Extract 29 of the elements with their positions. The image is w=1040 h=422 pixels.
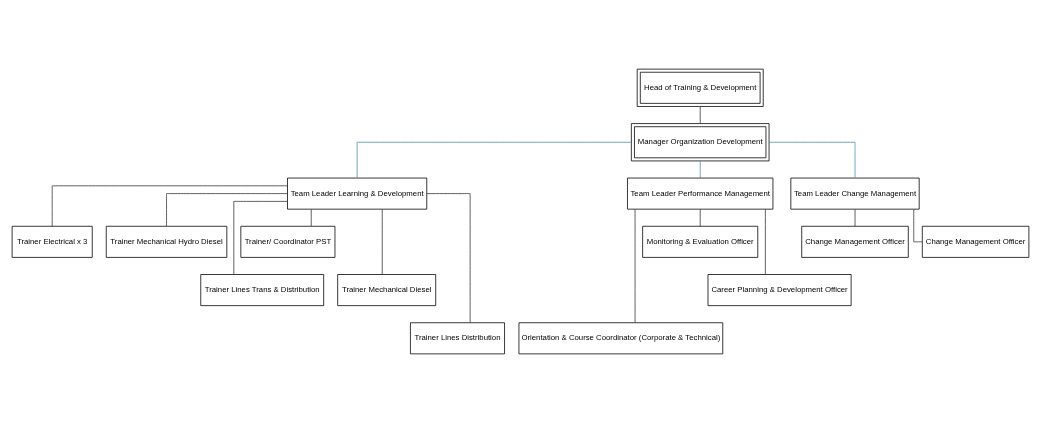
connector [165, 192, 288, 226]
node-box: Trainer Lines Distribution [409, 321, 505, 354]
node-box: Team Leader Learning & Development [286, 177, 427, 210]
connector [356, 141, 632, 178]
connector [51, 184, 288, 227]
connector [912, 208, 922, 242]
connector [232, 200, 288, 275]
node-box: Team Leader Performance Management [626, 177, 773, 210]
node-box: Trainer Mechanical Hydro Diesel [105, 225, 227, 258]
connector [310, 208, 312, 227]
connector [634, 208, 635, 323]
node-box: Change Management Officer [921, 225, 1029, 258]
connector [381, 208, 383, 275]
connector [699, 208, 701, 227]
node-box: Trainer Lines Trans & Distribution [199, 273, 324, 306]
node-box: Orientation & Course Coordinator (Corporate & Technical) [518, 321, 723, 354]
node-box: Trainer Electrical x 3 [11, 225, 93, 258]
connector [699, 160, 701, 178]
connector [764, 208, 766, 275]
node-box: Career Planning & Development Officer [707, 273, 851, 306]
connector [425, 192, 470, 323]
node-box: Change Management Officer [800, 225, 909, 258]
connector [768, 141, 855, 178]
connector [699, 105, 701, 124]
node-box: Team Leader Change Management [789, 177, 920, 210]
node-box: Monitoring & Evaluation Officer [641, 225, 758, 258]
node-box: Trainer/ Coordinator PST [239, 225, 335, 258]
connector [854, 208, 855, 227]
node-box: Trainer Mechanical Diesel [336, 273, 436, 306]
